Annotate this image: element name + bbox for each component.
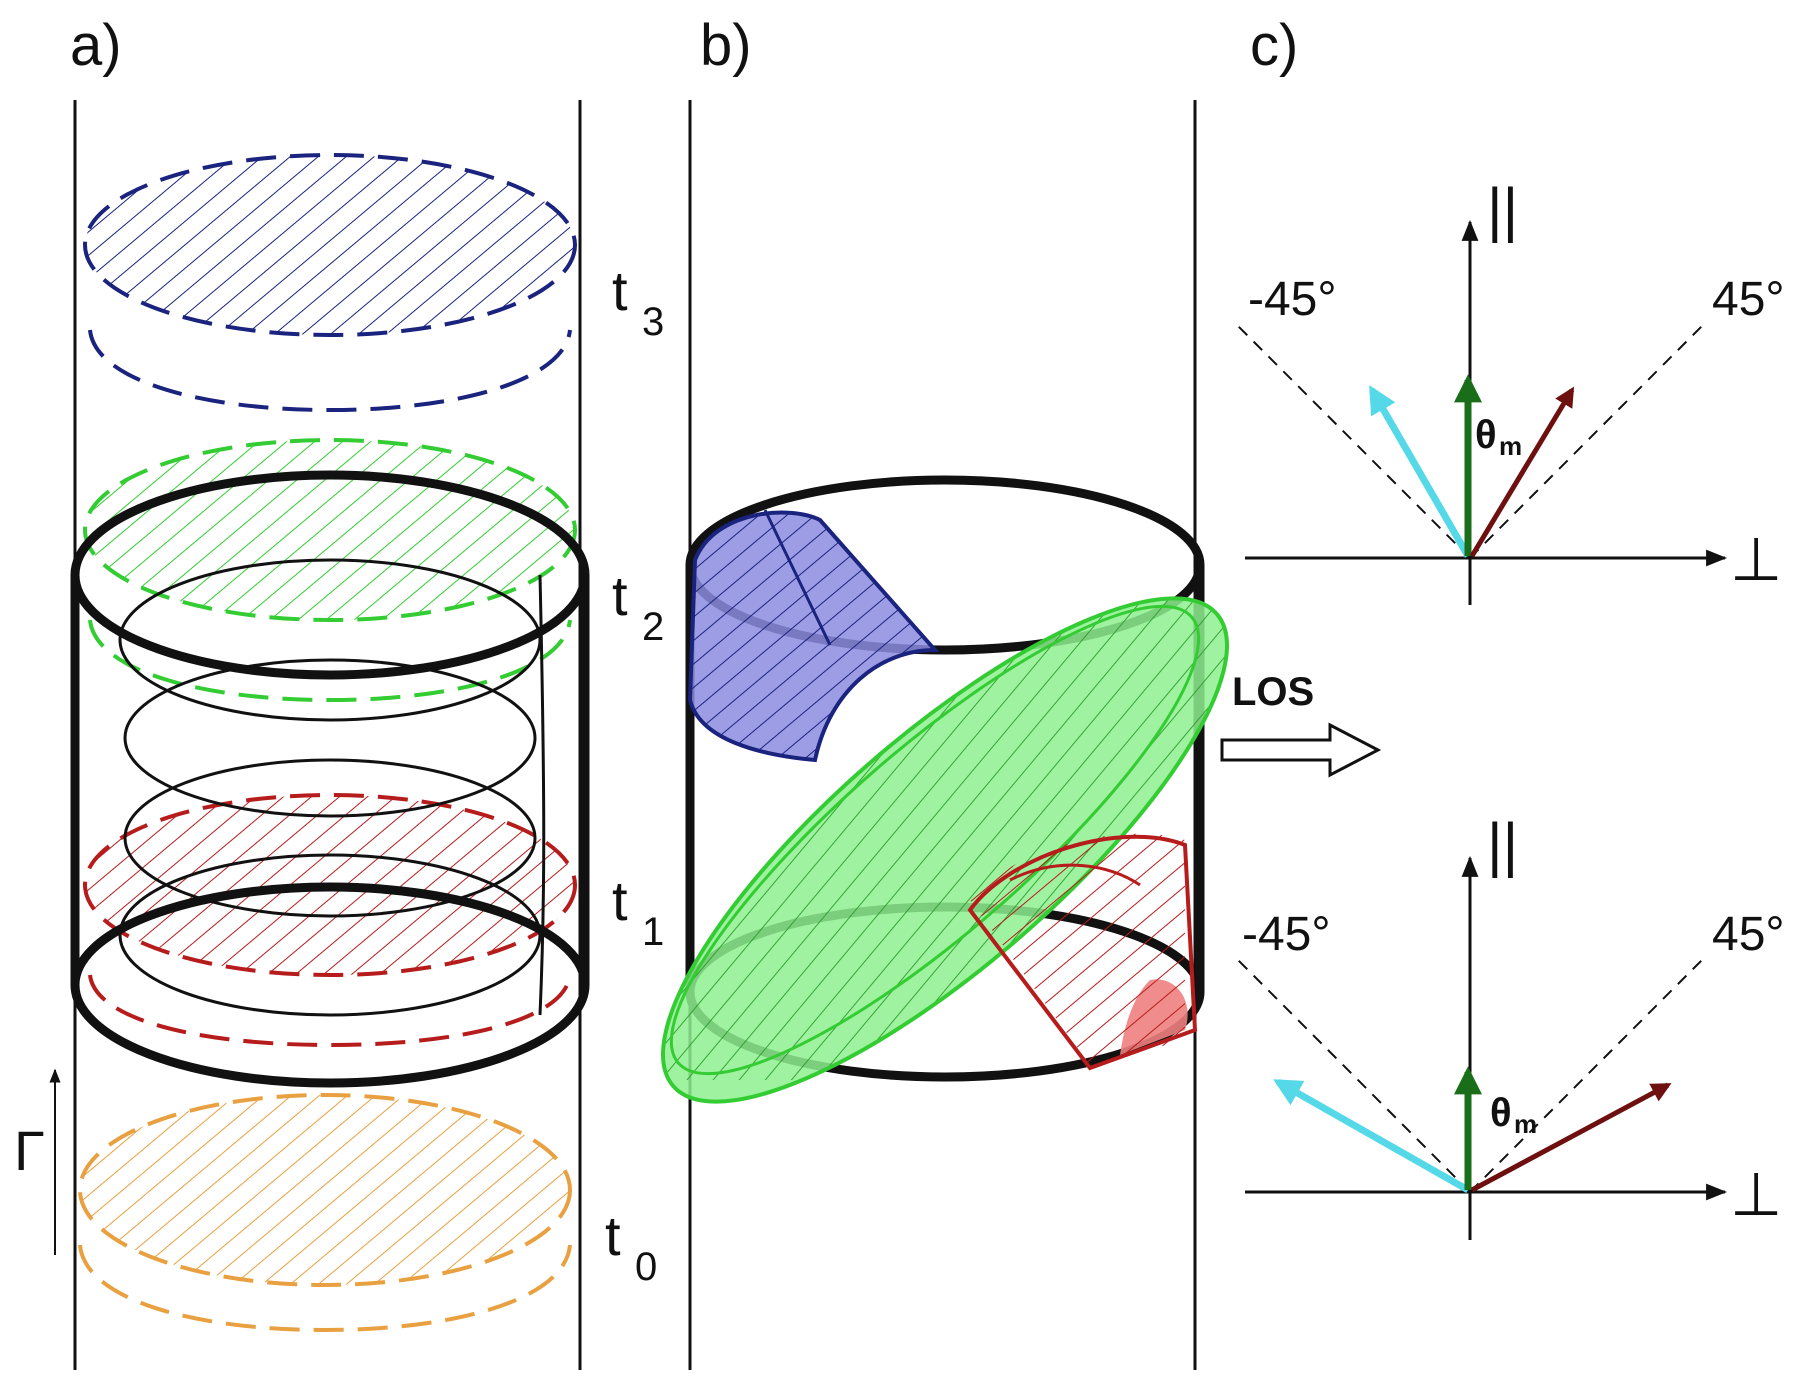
perp-label-upper: ⊥ bbox=[1730, 526, 1782, 593]
svg-text:m: m bbox=[1499, 431, 1522, 461]
polarization-diagram-lower: || ⊥ -45° 45° θ m bbox=[1237, 811, 1785, 1240]
time-label-t2: t 2 bbox=[612, 564, 664, 649]
panel-a: a) bbox=[14, 13, 664, 1370]
theta-m-label-lower: θ m bbox=[1490, 1091, 1537, 1139]
los-arrow: LOS bbox=[1220, 670, 1382, 778]
cyan-vector-upper bbox=[1368, 385, 1472, 558]
time-label-t1: t 1 bbox=[612, 869, 664, 954]
panel-c: c) || ⊥ -45° 45° θ m || ⊥ bbox=[1237, 13, 1785, 1240]
polarization-diagram-upper: || ⊥ -45° 45° θ m bbox=[1237, 176, 1785, 605]
panel-b: b) bbox=[650, 13, 1382, 1370]
panel-c-label: c) bbox=[1250, 13, 1298, 78]
neg45-line-lower bbox=[1237, 959, 1471, 1193]
svg-text:1: 1 bbox=[642, 910, 664, 954]
svg-text:θ: θ bbox=[1475, 413, 1497, 457]
svg-text:t: t bbox=[612, 259, 628, 322]
pos45-line-lower bbox=[1469, 959, 1703, 1193]
gamma-label: Γ bbox=[14, 1119, 45, 1182]
svg-text:t: t bbox=[612, 564, 628, 627]
cyan-vector-lower bbox=[1273, 1078, 1470, 1194]
slice-t0 bbox=[78, 1093, 572, 1333]
theta-m-label-upper: θ m bbox=[1475, 413, 1522, 461]
los-label: LOS bbox=[1232, 670, 1314, 714]
svg-text:2: 2 bbox=[642, 605, 664, 649]
svg-text:θ: θ bbox=[1490, 1091, 1512, 1135]
neg45-label-upper: -45° bbox=[1248, 273, 1337, 326]
pos45-label-lower: 45° bbox=[1712, 908, 1785, 961]
parallel-label-upper: || bbox=[1487, 176, 1518, 243]
parallel-label-lower: || bbox=[1487, 811, 1518, 878]
neg45-label-lower: -45° bbox=[1242, 908, 1331, 961]
flux-tube-cylinder bbox=[70, 470, 590, 1088]
maroon-vector-upper bbox=[1469, 386, 1575, 558]
maroon-vector-lower bbox=[1470, 1082, 1672, 1193]
time-label-t0: t 0 bbox=[605, 1204, 657, 1289]
time-label-t3: t 3 bbox=[612, 259, 664, 344]
perp-label-lower: ⊥ bbox=[1730, 1161, 1782, 1228]
svg-text:0: 0 bbox=[635, 1245, 657, 1289]
panel-b-label: b) bbox=[700, 13, 752, 78]
svg-text:m: m bbox=[1514, 1109, 1537, 1139]
svg-text:t: t bbox=[612, 869, 628, 932]
helix-field-lines bbox=[118, 558, 546, 1017]
svg-text:3: 3 bbox=[642, 300, 664, 344]
slice-t3 bbox=[83, 153, 577, 413]
pos45-line-upper bbox=[1469, 325, 1703, 559]
pos45-label-upper: 45° bbox=[1712, 273, 1785, 326]
neg45-line-upper bbox=[1237, 325, 1471, 559]
panel-a-label: a) bbox=[70, 13, 122, 78]
svg-text:t: t bbox=[605, 1204, 621, 1267]
